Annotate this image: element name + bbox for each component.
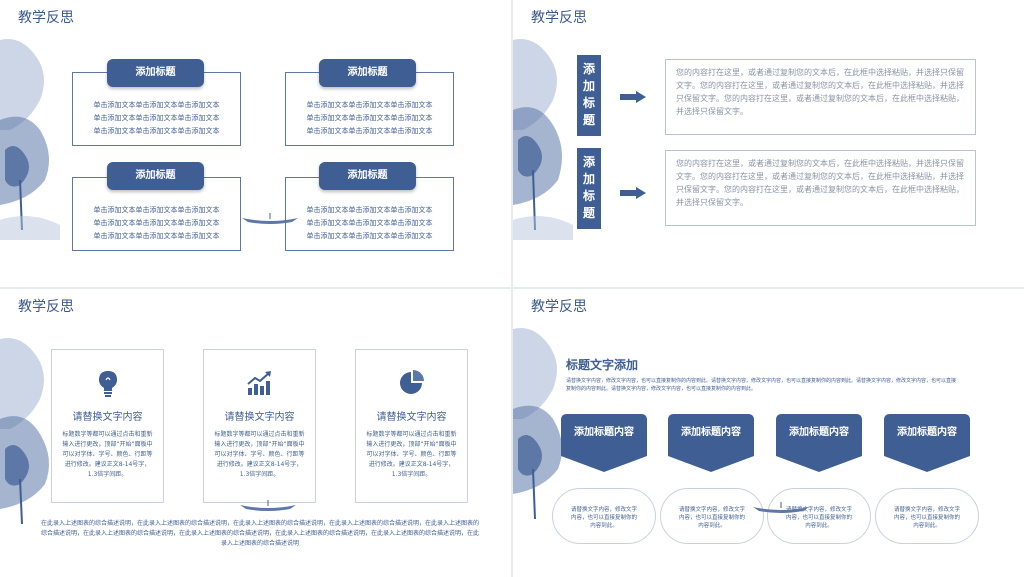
vertical-title-char: 题 — [582, 206, 595, 220]
boat-icon — [242, 213, 298, 224]
tag-label: 添加标题内容 — [574, 427, 634, 438]
oval-text-line: 请替换文字内容，修改文字 — [570, 507, 637, 513]
box-text-line: 单击添加文本单击添加文本单击添加文本 — [93, 232, 220, 240]
vertical-title-1[interactable]: 添 加 标 题 — [577, 55, 601, 136]
feature-card-2[interactable]: 请替换文字内容 标题数字等都可以通过点击和重新输入进行更改，顶部“开始”面板中可… — [203, 349, 316, 503]
slide-title: 教学反思 — [531, 299, 587, 315]
card-title: 请替换文字内容 — [72, 412, 143, 423]
text-box-2[interactable]: 您的内容打在这里，或者通过复制您的文本后，在此框中选择粘贴，并选择只保留文字。您… — [665, 150, 976, 226]
vertical-title-char: 标 — [582, 189, 595, 203]
section-description: 请替换文字内容，修改文字内容，也可以直接复制你的内容到此。请替换文字内容，修改文… — [566, 378, 957, 392]
ink-landscape-decoration — [513, 39, 573, 240]
heading-pill-1[interactable]: 添加标题 — [107, 59, 204, 87]
description-oval-4[interactable]: 请替换文字内容，修改文字 内容，也可以直接复制你的 内容到此。 — [875, 488, 979, 544]
feature-card-3[interactable]: 请替换文字内容 标题数字等都可以通过点击和重新输入进行更改，顶部“开始”面板中可… — [355, 349, 468, 503]
box-text-line: 单击添加文本单击添加文本单击添加文本 — [93, 219, 220, 227]
slide-title: 教学反思 — [18, 299, 74, 315]
growth-chart-icon — [246, 371, 271, 395]
title-tag-3[interactable]: 添加标题内容 — [776, 414, 862, 472]
vertical-title-char: 加 — [582, 79, 595, 93]
oval-text-line: 内容，也可以直接复制你的 — [678, 515, 745, 521]
content-box-2: 单击添加文本单击添加文本单击添加文本 单击添加文本单击添加文本单击添加文本 单击… — [285, 72, 454, 146]
text-box-1[interactable]: 您的内容打在这里，或者通过复制您的文本后，在此框中选择粘贴，并选择只保留文字。您… — [665, 59, 976, 135]
heading-pill-3[interactable]: 添加标题 — [107, 162, 204, 190]
vertical-title-char: 题 — [582, 113, 595, 127]
card-title: 请替换文字内容 — [224, 412, 295, 423]
box-text-line: 单击添加文本单击添加文本单击添加文本 — [306, 101, 433, 109]
vertical-title-2[interactable]: 添 加 标 题 — [577, 148, 601, 229]
box-text-line: 单击添加文本单击添加文本单击添加文本 — [306, 232, 433, 240]
box-text-line: 单击添加文本单击添加文本单击添加文本 — [306, 206, 433, 214]
boat-icon — [753, 502, 809, 513]
vertical-title-char: 添 — [582, 62, 595, 76]
section-heading: 标题文字添加 — [566, 358, 639, 372]
description-oval-2[interactable]: 请替换文字内容，修改文字 内容，也可以直接复制你的 内容到此。 — [660, 488, 764, 544]
description-oval-3[interactable]: 请替换文字内容，修改文字 内容，也可以直接复制你的 内容到此。 — [767, 488, 871, 544]
heading-pill-4[interactable]: 添加标题 — [319, 162, 416, 190]
slide-title: 教学反思 — [18, 10, 74, 26]
heading-pill-2[interactable]: 添加标题 — [319, 59, 416, 87]
oval-text-line: 内容到此。 — [590, 523, 618, 529]
box-text-line: 单击添加文本单击添加文本单击添加文本 — [93, 206, 220, 214]
box-text-line: 单击添加文本单击添加文本单击添加文本 — [306, 114, 433, 122]
tag-shape — [668, 414, 754, 472]
tag-shape — [561, 414, 647, 472]
tag-label: 添加标题内容 — [789, 427, 849, 438]
box-text-line: 单击添加文本单击添加文本单击添加文本 — [93, 114, 220, 122]
box-text-line: 单击添加文本单击添加文本单击添加文本 — [93, 127, 220, 135]
oval-text-line: 内容到此。 — [805, 523, 833, 529]
tag-shape — [884, 414, 970, 472]
vertical-title-char: 添 — [582, 155, 595, 169]
tag-label: 添加标题内容 — [681, 427, 741, 438]
pie-chart-icon — [399, 370, 424, 394]
feature-card-1[interactable]: 请替换文字内容 标题数字等都可以通过点击和重新输入进行更改，顶部“开始”面板中可… — [51, 349, 164, 503]
tag-shape — [776, 414, 862, 472]
oval-text-line: 内容，也可以直接复制你的 — [893, 515, 960, 521]
title-tag-4[interactable]: 添加标题内容 — [884, 414, 970, 472]
oval-text-line: 内容到此。 — [913, 523, 941, 529]
oval-text-line: 内容到此。 — [698, 523, 726, 529]
title-tag-2[interactable]: 添加标题内容 — [668, 414, 754, 472]
slide-2[interactable]: 教学反思 添 加 标 题 您的内容打在这里，或者通过复制您的文本后，在此框中选择… — [513, 0, 1024, 287]
card-body: 标题数字等都可以通过点击和重新输入进行更改，顶部“开始”面板中可以对字体、字号、… — [366, 431, 457, 478]
slide-3[interactable]: 教学反思 请替换文字内容 标题数字等都可以通过点击和重新输入进行更改，顶部“开始… — [0, 289, 511, 577]
tag-label: 添加标题内容 — [897, 427, 957, 438]
box-text-line: 单击添加文本单击添加文本单击添加文本 — [306, 127, 433, 135]
box-text-line: 单击添加文本单击添加文本单击添加文本 — [93, 101, 220, 109]
slide-4[interactable]: 教学反思 标题文字添加 请替换文字内容，修改文字内容，也可以直接复制你的内容到此… — [513, 289, 1024, 577]
lightbulb-icon — [98, 371, 117, 397]
ink-landscape-decoration — [0, 39, 60, 240]
ink-landscape-decoration — [0, 338, 49, 525]
slide-1[interactable]: 教学反思 单击添加文本单击添加文本单击添加文本 单击添加文本单击添加文本单击添加… — [0, 0, 511, 287]
oval-text-line: 请替换文字内容，修改文字 — [785, 507, 852, 513]
vertical-title-char: 标 — [582, 96, 595, 110]
oval-text-line: 请替换文字内容，修改文字 — [678, 507, 745, 513]
right-arrow-icon — [620, 187, 646, 199]
footer-description: 在此录入上述图表的综合描述说明，在此录入上述图表的综合描述说明，在此录入上述图表… — [40, 520, 479, 547]
title-tag-1[interactable]: 添加标题内容 — [561, 414, 647, 472]
card-body: 标题数字等都可以通过点击和重新输入进行更改，顶部“开始”面板中可以对字体、字号、… — [214, 431, 305, 478]
ink-landscape-decoration — [513, 328, 562, 520]
right-arrow-icon — [620, 91, 646, 103]
description-oval-1[interactable]: 请替换文字内容，修改文字 内容，也可以直接复制你的 内容到此。 — [552, 488, 656, 544]
oval-text-line: 内容，也可以直接复制你的 — [570, 515, 637, 521]
boat-icon — [240, 500, 296, 511]
vertical-title-char: 加 — [582, 172, 595, 186]
slide-title: 教学反思 — [531, 10, 587, 26]
oval-text-line: 内容，也可以直接复制你的 — [785, 515, 852, 521]
card-body: 标题数字等都可以通过点击和重新输入进行更改，顶部“开始”面板中可以对字体、字号、… — [62, 431, 153, 478]
card-title: 请替换文字内容 — [376, 412, 447, 423]
oval-text-line: 请替换文字内容，修改文字 — [893, 507, 960, 513]
box-text-line: 单击添加文本单击添加文本单击添加文本 — [306, 219, 433, 227]
